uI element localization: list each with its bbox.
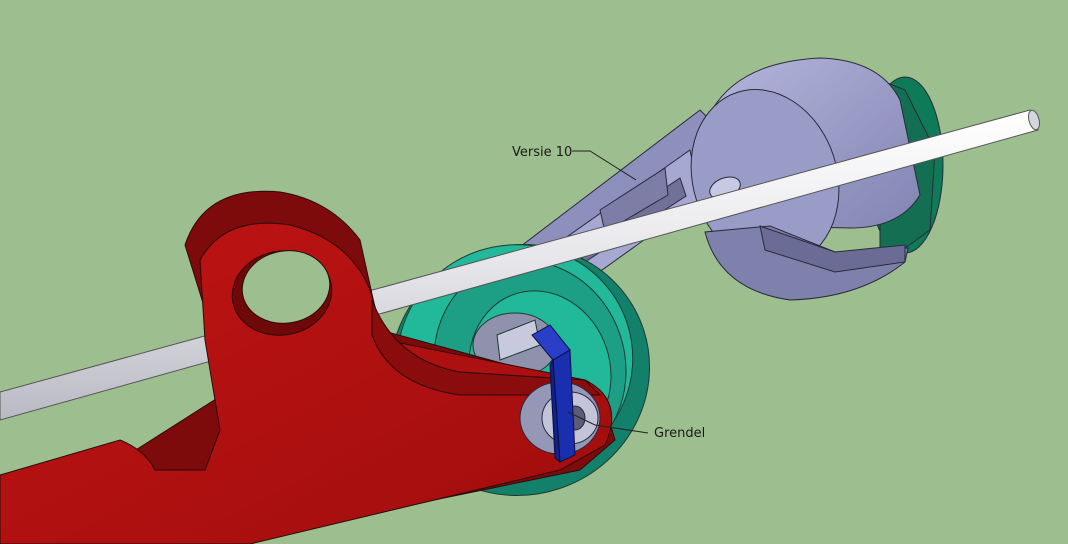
version-label: Versie 10: [512, 145, 572, 160]
callout-latch: Grendel: [567, 411, 705, 441]
callout-version: Versie 10: [512, 145, 637, 181]
latch-grendel: [531, 324, 576, 464]
latch-label: Grendel: [654, 426, 705, 441]
red-frame: [0, 190, 616, 544]
